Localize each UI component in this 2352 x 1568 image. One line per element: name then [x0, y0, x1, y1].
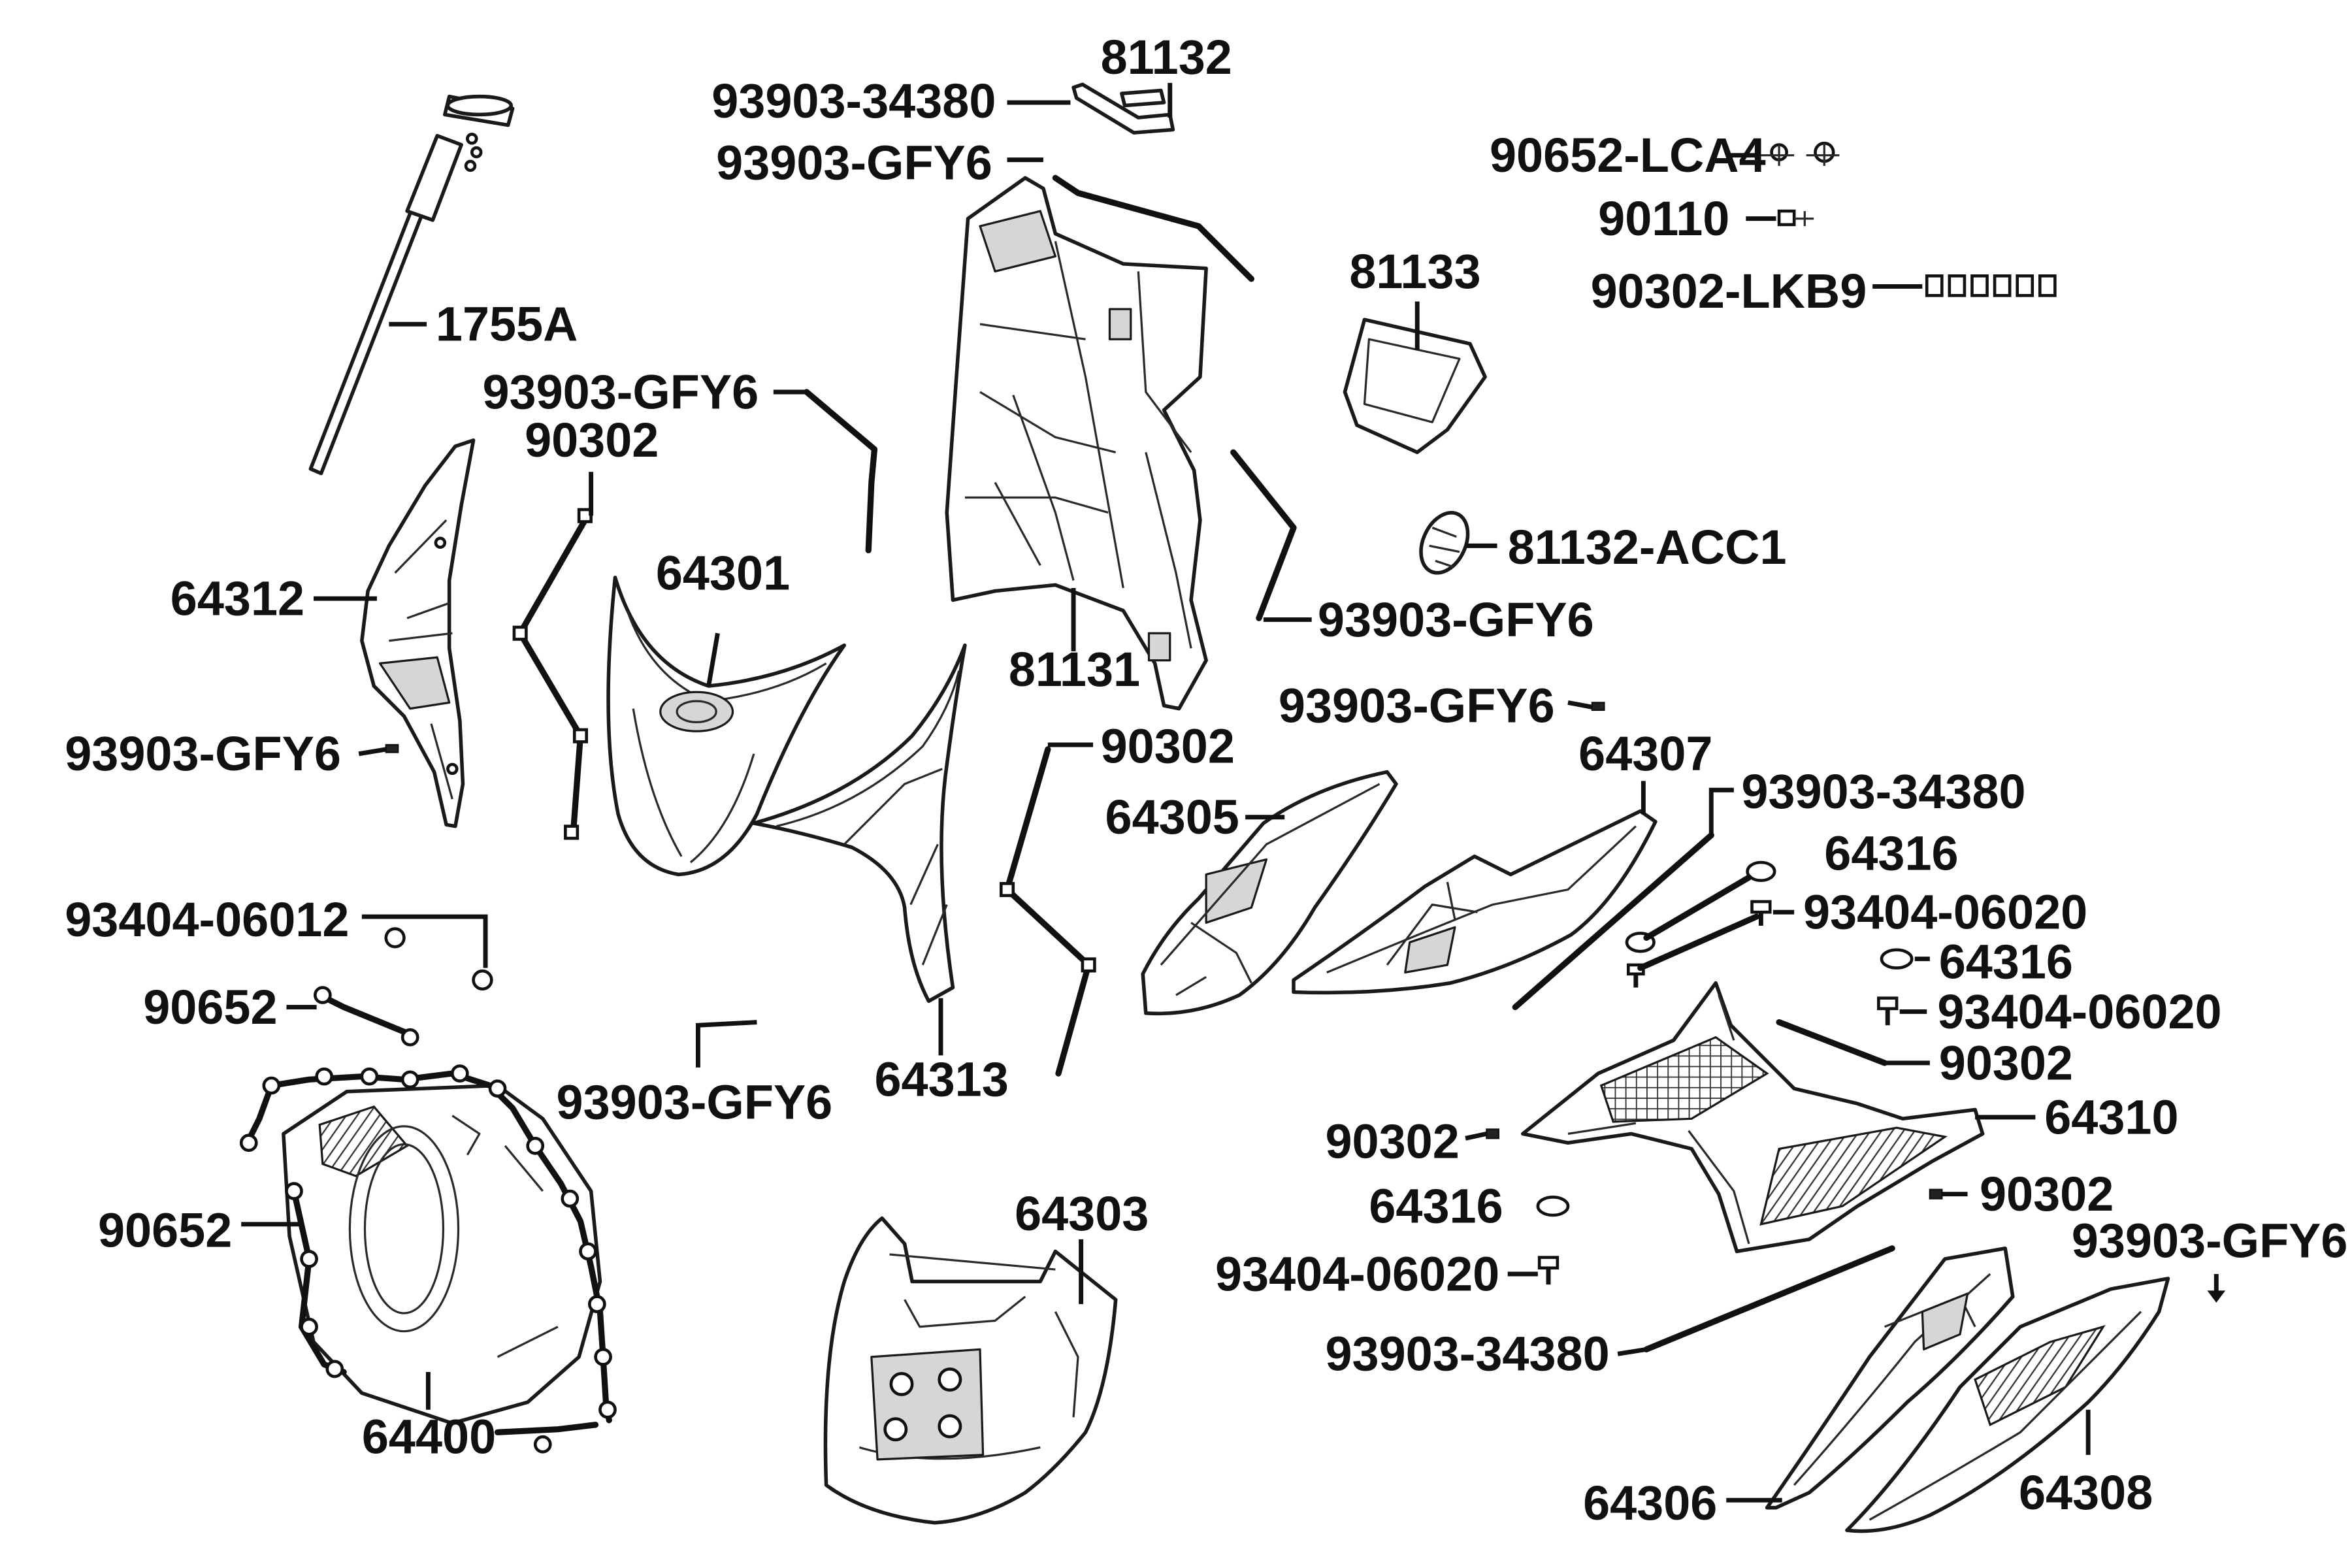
small-bracket [1071, 82, 1175, 135]
assembly-lines [313, 174, 1895, 1352]
cap-fastener [1880, 948, 1914, 970]
callout-label: 93903-GFY6 [2072, 1214, 2348, 1268]
callout-label: 93903-34380 [1741, 764, 2025, 819]
screw-set [1761, 141, 1840, 166]
clip-icon [512, 625, 528, 641]
callout-label: 64307 [1578, 727, 1712, 781]
bolt-fastener [1537, 1256, 1560, 1285]
center-side-panel [1292, 809, 1658, 995]
front-side-panel [1141, 770, 1398, 1016]
arrow-head [2207, 1290, 2226, 1303]
assembly-line [1230, 449, 1297, 621]
leader-line [706, 632, 720, 687]
leader-line [1465, 1131, 1488, 1141]
callout-label: 90302 [525, 413, 659, 467]
callout-label: 81133 [1349, 244, 1480, 299]
callout-label: 93903-34380 [1325, 1327, 1609, 1381]
callout-label: 64305 [1105, 790, 1239, 844]
cap-fastener [1536, 1195, 1570, 1217]
side-swoosh-panel [752, 643, 967, 1004]
callout-label: 64301 [656, 546, 790, 600]
leader-line [1617, 1347, 1647, 1356]
clip-icon [313, 986, 332, 1004]
assembly-line [1004, 746, 1092, 1077]
screw-icon [1777, 209, 1814, 227]
leader-lines [241, 82, 2226, 1503]
callout-label: 90302-LKB9 [1591, 264, 1867, 318]
assembly-line [316, 992, 414, 1037]
clip-row [1925, 274, 2057, 297]
visor-part [1343, 318, 1487, 455]
clip-icon [1000, 882, 1015, 898]
callout-label: 93903-GFY6 [1318, 593, 1594, 647]
clip-icon [400, 1028, 419, 1047]
callout-label: 81132-ACC1 [1508, 520, 1787, 574]
assembly-line [1643, 874, 1752, 941]
leader-line [361, 914, 488, 968]
callout-label: 93404-06012 [65, 892, 349, 947]
callout-label: 90302 [1101, 719, 1235, 774]
callout-label: 64313 [874, 1053, 1008, 1107]
clip-icon [572, 728, 588, 743]
callout-label: 93903-GFY6 [65, 727, 341, 781]
callout-labels: 81132 93903-34380 93903-GFY6 90652-LCA4 … [65, 30, 2347, 1530]
emblem-part [1419, 511, 1470, 575]
glove-box-panel [239, 1064, 617, 1454]
rod-part [308, 94, 515, 476]
callout-label: 90652 [98, 1203, 232, 1257]
callout-label: 93903-GFY6 [716, 136, 992, 190]
front-lower-cover [823, 1216, 1118, 1525]
callout-label: 90652-LCA4 [1490, 128, 1766, 182]
rear-side-panel-right [1845, 1277, 2170, 1533]
callout-label: 93903-GFY6 [1279, 678, 1555, 732]
callout-label: 64400 [362, 1410, 496, 1464]
bolt-fastener [384, 927, 493, 991]
callout-label: 1755A [436, 297, 578, 351]
assembly-line [1052, 174, 1254, 282]
callout-label: 64306 [1583, 1476, 1717, 1530]
screw-icon [385, 702, 1943, 1200]
callout-label: 93903-GFY6 [557, 1075, 833, 1129]
assembly-line [1776, 1019, 1888, 1066]
leader-line [1567, 700, 1593, 710]
floor-panel [1520, 981, 1985, 1254]
leader-line [358, 747, 387, 757]
cap-fastener [1746, 860, 1776, 882]
clip-icon [564, 825, 580, 840]
callout-label: 93903-GFY6 [482, 365, 759, 419]
callout-label: 93404-06020 [1803, 885, 2087, 939]
callout-label: 90652 [143, 980, 277, 1034]
callout-label: 81131 [1009, 642, 1140, 696]
callout-label: 64310 [2044, 1090, 2178, 1144]
callout-label: 64308 [2019, 1465, 2153, 1520]
rear-side-panel-left [1765, 1246, 2015, 1510]
assembly-line [1637, 913, 1760, 972]
callout-label: 90302 [1325, 1114, 1459, 1168]
callout-label: 93404-06020 [1215, 1247, 1499, 1301]
leader-line [1708, 787, 1734, 836]
assembly-line [1643, 1245, 1895, 1352]
callout-label: 90302 [1980, 1167, 2114, 1221]
callout-label: 93404-06020 [1937, 985, 2221, 1039]
callout-label: 64312 [171, 572, 304, 626]
left-side-panel [360, 438, 476, 828]
callout-label: 90302 [1939, 1036, 2073, 1090]
callout-label: 64316 [1369, 1179, 1503, 1233]
leader-line [696, 1020, 757, 1068]
callout-label: 90110 [1598, 191, 1729, 246]
inner-leg-shield [945, 176, 1208, 711]
clip-icon [1081, 957, 1096, 973]
callout-label: 81132 [1101, 30, 1232, 84]
assembly-line [517, 517, 588, 840]
assembly-line [804, 389, 878, 553]
callout-label: 64303 [1015, 1186, 1149, 1241]
assembly-line [1512, 832, 1714, 1011]
bolt-fastener [1750, 900, 1772, 926]
bolt-fastener [1877, 996, 1899, 1026]
callout-label: 64316 [1824, 826, 1958, 881]
callout-label: 93903-34380 [711, 74, 996, 128]
callout-label: 64316 [1939, 935, 2073, 989]
